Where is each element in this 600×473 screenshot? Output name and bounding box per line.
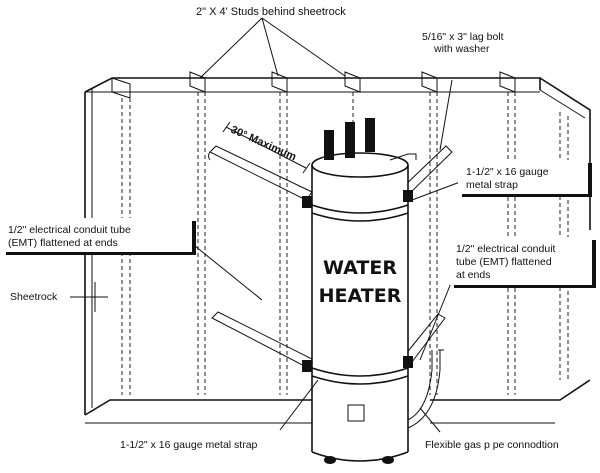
gas-pipe	[407, 349, 444, 429]
heater-label: HEATER	[319, 285, 402, 307]
water-heater-tank	[302, 118, 417, 464]
strap-top-label-line2: metal strap	[466, 179, 518, 191]
lag-bolt-label-line2: with washer	[433, 43, 490, 55]
conduit-right-label-line2: tube (EMT) flattened	[456, 256, 552, 268]
sheetrock-marker	[70, 282, 108, 312]
lag-bolt-label-line1: 5/16" x 3" lag bolt	[422, 31, 504, 43]
gas-pipe-label: Flexible gas p pe connodtion	[425, 439, 559, 451]
angle-indicator	[222, 121, 311, 174]
conduit-right-label-line3: at ends	[456, 269, 490, 281]
sheetrock-label: Sheetrock	[10, 291, 58, 303]
callout-leaders	[194, 79, 461, 433]
studs-label: 2" X 4' Studs behind sheetrock	[196, 6, 346, 18]
water-label: WATER	[323, 257, 397, 279]
conduit-right-label-line1: 1/2" electrical conduit	[456, 243, 556, 255]
callout-boxes	[2, 160, 596, 288]
conduit-left-label-line2: (EMT) flattened at ends	[8, 237, 118, 249]
strap-bottom-label: 1-1/2" x 16 gauge metal strap	[120, 439, 258, 451]
conduit-left-label-line1: 1/2" electrical conduit tube	[8, 224, 131, 236]
studs-leaders	[199, 17, 346, 79]
strap-top-label-line1: 1-1/2" x 16 gauge	[466, 166, 549, 178]
